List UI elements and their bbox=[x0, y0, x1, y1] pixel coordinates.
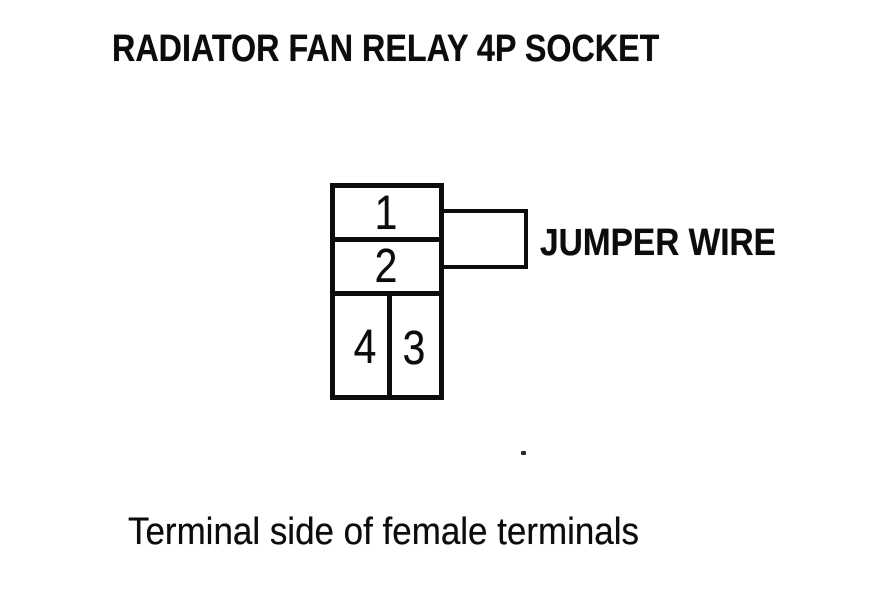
terminal-label-3: 3 bbox=[402, 322, 426, 375]
diagram-title: RADIATOR FAN RELAY 4P SOCKET bbox=[112, 28, 660, 70]
jumper-wire-label: JUMPER WIRE bbox=[540, 222, 776, 264]
terminal-side-caption: Terminal side of female terminals bbox=[128, 511, 640, 553]
divider-terminal-1-2 bbox=[330, 237, 444, 242]
jumper-wire-symbol bbox=[440, 209, 528, 269]
terminal-label-4: 4 bbox=[353, 321, 377, 374]
divider-terminal-4-3 bbox=[387, 291, 392, 400]
scan-artifact-dot bbox=[521, 451, 526, 455]
terminal-label-2: 2 bbox=[374, 240, 398, 293]
terminal-label-1: 1 bbox=[374, 187, 398, 240]
